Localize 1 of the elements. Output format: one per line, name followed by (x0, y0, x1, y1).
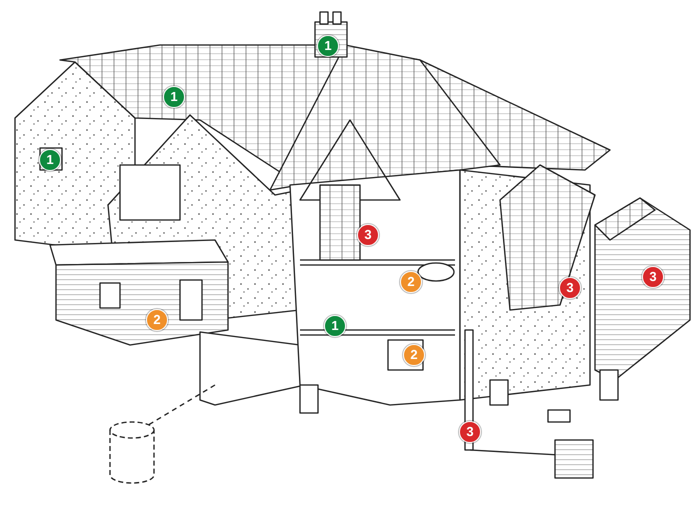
callout-number: 3 (459, 421, 481, 443)
